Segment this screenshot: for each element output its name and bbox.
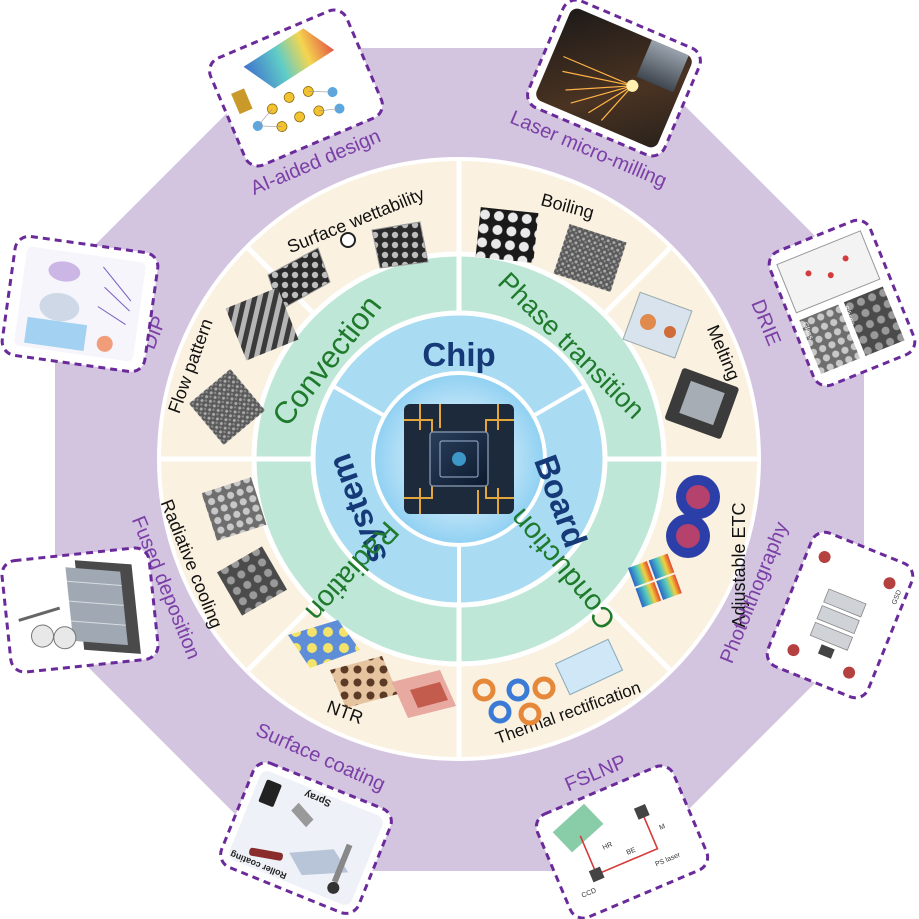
mechanism-ring-dividers	[254, 254, 664, 664]
thumbnail-flow-pattern	[188, 287, 299, 446]
chip-circuit-icon	[404, 404, 514, 514]
method-box-fslnp: PS laser BE M CCD HR	[534, 764, 710, 919]
fslnp-tag-be: BE	[626, 847, 638, 857]
method-box-fused-deposition	[0, 546, 160, 674]
method-box-dip	[0, 234, 160, 374]
app-label-adjustable-etc: Adjustable ETC	[729, 502, 749, 627]
thumbnail-melting	[622, 291, 739, 439]
thumbnail-ntr	[288, 620, 456, 718]
method-box-photolithography: GSD	[765, 530, 915, 700]
thumbnail-thermal-rectification	[472, 638, 624, 726]
thumbnail-radiative-cooling	[201, 477, 288, 616]
fslnp-tag-m: M	[658, 823, 666, 832]
method-box-laser-micro-milling	[526, 0, 702, 158]
fslnp-tag-hr: HR	[602, 841, 614, 851]
thumbnail-boiling	[475, 207, 627, 292]
thumbnail-adjustable-etc	[628, 475, 720, 608]
method-box-drie: Silicon Glass	[767, 218, 917, 388]
thumbnail-surface-wettability	[267, 221, 429, 311]
method-box-surface-coating: Spray Roller coating	[219, 761, 393, 915]
center-label-chip: Chip	[422, 336, 495, 373]
